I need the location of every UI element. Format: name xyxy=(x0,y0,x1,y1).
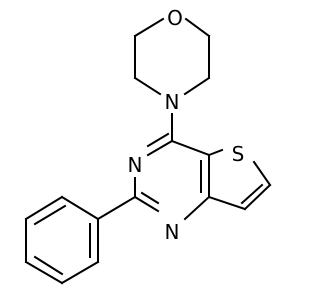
bond xyxy=(170,139,211,157)
bond xyxy=(24,260,64,285)
bond xyxy=(252,160,272,187)
bond xyxy=(133,195,160,213)
bond xyxy=(240,183,264,205)
bond xyxy=(183,195,211,221)
bond xyxy=(207,195,247,211)
bond xyxy=(60,260,100,285)
atom-label-sulfur: S xyxy=(232,142,245,166)
bond xyxy=(133,17,165,38)
bond xyxy=(24,195,64,221)
bond xyxy=(60,195,100,221)
bond xyxy=(33,204,67,226)
atom-label-morpholine-nitrogen: N xyxy=(165,90,180,114)
bond xyxy=(33,255,64,276)
atom-label-oxygen: O xyxy=(167,6,183,30)
bond xyxy=(184,17,211,38)
bond xyxy=(243,183,272,211)
atom-label-pyrimidine-nitrogen-1: N xyxy=(165,220,180,244)
atom-label-pyrimidine-nitrogen-3: N xyxy=(128,153,143,177)
structure-diagram: O N S N N xyxy=(24,6,272,285)
molecule-canvas: O N S N N xyxy=(24,6,272,285)
bond xyxy=(96,195,137,221)
bond xyxy=(140,191,160,205)
bond xyxy=(146,139,174,157)
bonds xyxy=(24,17,272,285)
bond xyxy=(207,148,224,157)
bond xyxy=(146,132,170,148)
bond xyxy=(183,76,211,96)
bond xyxy=(133,76,162,96)
